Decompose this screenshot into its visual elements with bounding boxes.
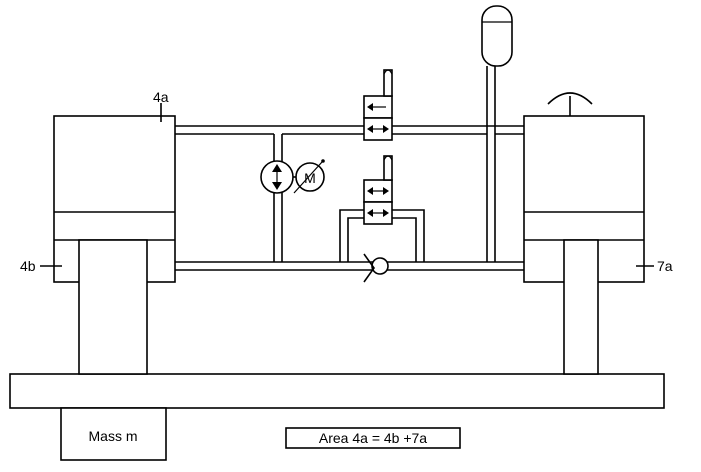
left-cylinder — [40, 103, 176, 375]
lower-valve — [363, 155, 393, 225]
check-valve — [363, 253, 389, 283]
motor-label: M — [304, 170, 316, 186]
pump — [260, 160, 294, 194]
hydraulic-lines — [175, 66, 524, 271]
mass-block: Mass m — [60, 407, 167, 461]
mass-label: Mass m — [89, 428, 138, 444]
base-beam — [9, 373, 665, 409]
upper-valve — [363, 69, 393, 141]
port-4a-label: 4a — [153, 89, 169, 105]
port-4b-label: 4b — [20, 258, 36, 274]
accumulator — [481, 5, 513, 67]
motor: M — [293, 159, 325, 194]
right-cylinder — [523, 92, 654, 375]
port-7a-label: 7a — [657, 258, 673, 274]
area-equation-label: Area 4a = 4b +7a — [319, 430, 427, 446]
area-equation-box: Area 4a = 4b +7a — [285, 427, 461, 449]
